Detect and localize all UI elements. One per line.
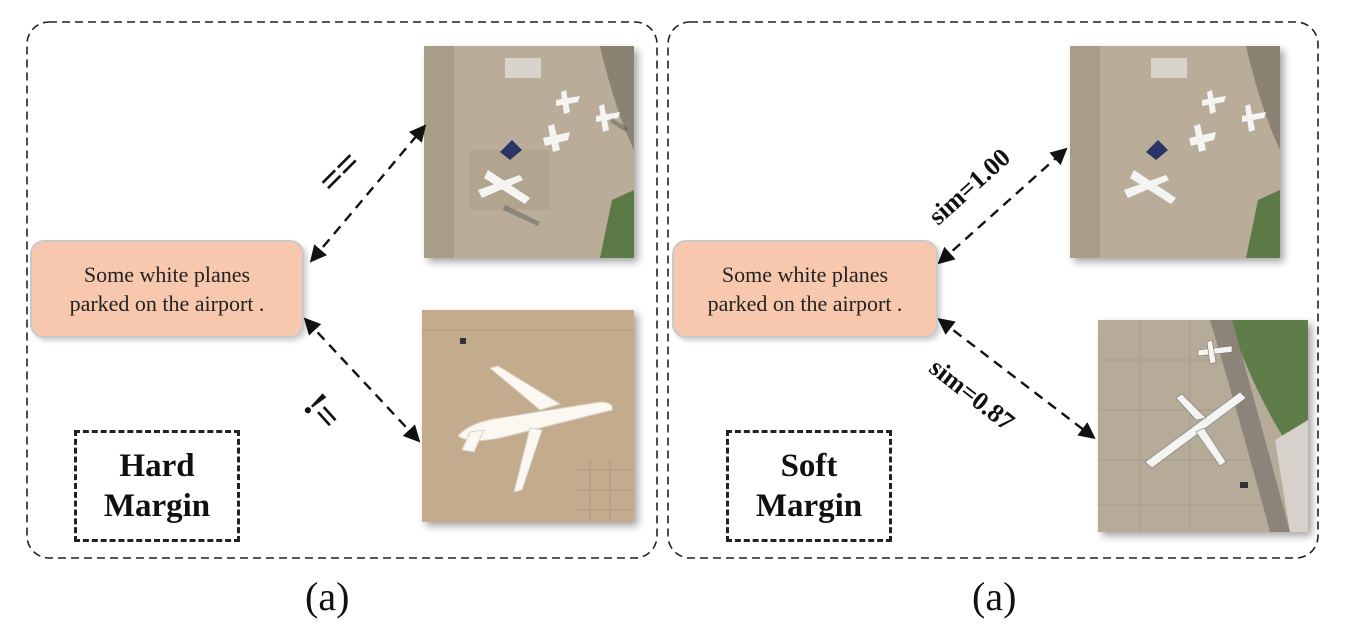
left-figure-label: (a) xyxy=(305,574,350,619)
soft-margin-box: Soft Margin xyxy=(726,430,892,542)
left-top-aerial-image xyxy=(424,46,634,258)
right-panel-border xyxy=(667,21,1319,559)
right-figure-label: (a) xyxy=(972,574,1017,619)
right-top-relation-arrow xyxy=(937,147,1068,265)
left-panel-border xyxy=(26,21,658,559)
right-bottom-relation-arrow xyxy=(937,317,1096,440)
right-caption-box: Some white planes parked on the airport … xyxy=(672,240,938,338)
right-bottom-aerial-image xyxy=(1098,320,1308,532)
soft-margin-label: Soft Margin xyxy=(755,448,863,524)
hard-margin-label: Hard Margin xyxy=(103,448,211,524)
hard-margin-box: Hard Margin xyxy=(74,430,240,542)
right-caption-text: Some white planes parked on the airport … xyxy=(707,262,903,316)
right-top-aerial-image xyxy=(1070,46,1280,258)
left-bottom-relation-arrow xyxy=(303,317,421,443)
left-bottom-aerial-image xyxy=(422,310,634,522)
left-caption-box: Some white planes parked on the airport … xyxy=(30,240,304,338)
left-caption-text: Some white planes parked on the airport … xyxy=(69,262,265,316)
left-top-relation-arrow xyxy=(309,124,427,263)
